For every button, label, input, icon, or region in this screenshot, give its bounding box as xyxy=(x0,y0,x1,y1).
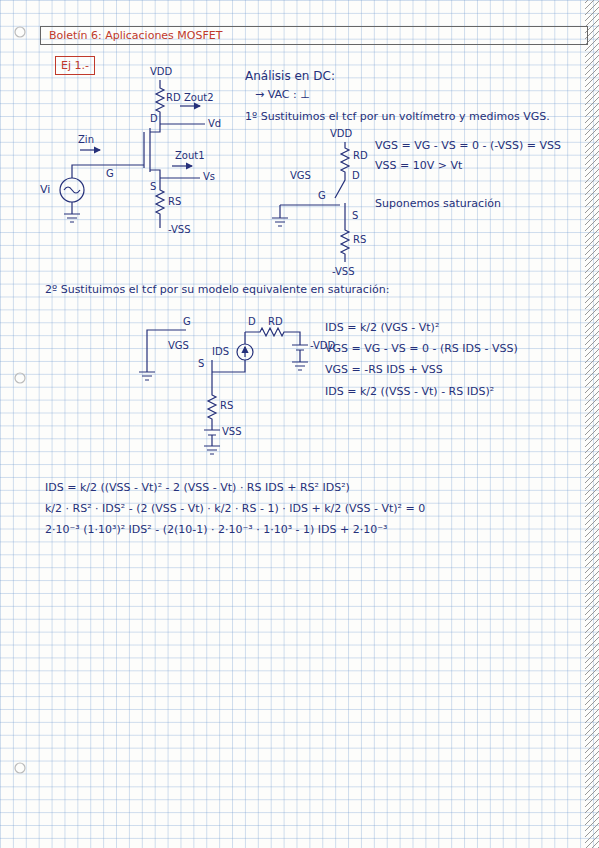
circuit-label: D xyxy=(352,170,360,182)
paper-edge xyxy=(585,0,599,848)
note-text: 2º Sustituimos el tcf por su modelo equi… xyxy=(45,284,389,297)
circuit-label: Zin xyxy=(78,134,94,146)
circuit-label: RD xyxy=(353,150,368,162)
circuit-1 xyxy=(60,80,205,228)
note-text: Análisis en DC: xyxy=(245,70,335,84)
heading-text: Ej 1.- xyxy=(61,59,89,72)
circuit-label: -VSS xyxy=(332,266,355,278)
note-text: VSS = 10V > Vt xyxy=(375,160,462,173)
note-text: IDS = k/2 ((VSS - Vt)² - 2 (VSS - Vt) · … xyxy=(45,482,350,495)
circuit-label: RS xyxy=(353,234,366,246)
circuit-label: S xyxy=(150,181,156,193)
circuit-label: Zout1 xyxy=(175,150,205,162)
note-text: IDS xyxy=(212,346,229,358)
note-text: IDS = k/2 (VGS - Vt)² xyxy=(325,322,439,335)
circuit-label: Vs xyxy=(203,171,215,183)
note-text: S xyxy=(198,358,204,370)
circuit-label: VGS xyxy=(290,170,311,182)
note-text: VSS xyxy=(222,426,242,438)
heading-text: Boletín 6: Aplicaciones MOSFET xyxy=(49,29,579,42)
circuit-label: G xyxy=(318,190,326,202)
note-text: VGS = VG - VS = 0 - (RS IDS - VSS) xyxy=(325,343,518,356)
circuit-2 xyxy=(272,142,349,262)
circuit-label: G xyxy=(106,168,114,180)
circuit-label: RS xyxy=(168,196,181,208)
note-text: Suponemos saturación xyxy=(375,198,501,211)
binder-holes xyxy=(15,27,25,773)
exercise-box: Ej 1.- xyxy=(55,56,95,75)
note-text: D xyxy=(248,316,256,328)
note-text: VGS xyxy=(168,340,189,352)
note-text: IDS = k/2 ((VSS - Vt) - RS IDS)² xyxy=(325,386,494,399)
note-text: VGS = -RS IDS + VSS xyxy=(325,364,443,377)
note-text: k/2 · RS² · IDS² - (2 (VSS - Vt) · k/2 ·… xyxy=(45,503,425,516)
note-text: 2·10⁻³ (1·10³)² IDS² - (2(10-1) · 2·10⁻³… xyxy=(45,524,387,537)
title-box: Boletín 6: Aplicaciones MOSFET xyxy=(40,26,588,45)
circuit-label: Vd xyxy=(208,118,221,130)
note-text: 1º Sustituimos el tcf por un voltímetro … xyxy=(245,111,550,124)
note-text: RD xyxy=(268,316,283,328)
note-text: G xyxy=(183,316,191,328)
circuit-label: RD xyxy=(166,92,181,104)
circuit-label: VDD xyxy=(330,128,352,140)
circuit-label: Vi xyxy=(40,184,50,197)
circuit-label: S xyxy=(352,210,358,222)
circuit-label: D xyxy=(150,113,158,125)
note-text: VGS = VG - VS = 0 - (-VSS) = VSS xyxy=(375,140,561,153)
circuit-label: Zout2 xyxy=(184,92,214,104)
circuit-label: -VSS xyxy=(168,224,191,236)
circuit-3 xyxy=(139,328,308,454)
note-text: RS xyxy=(220,400,233,412)
circuit-label: VDD xyxy=(150,66,172,78)
note-text: → VAC : ⊥ xyxy=(255,89,310,102)
